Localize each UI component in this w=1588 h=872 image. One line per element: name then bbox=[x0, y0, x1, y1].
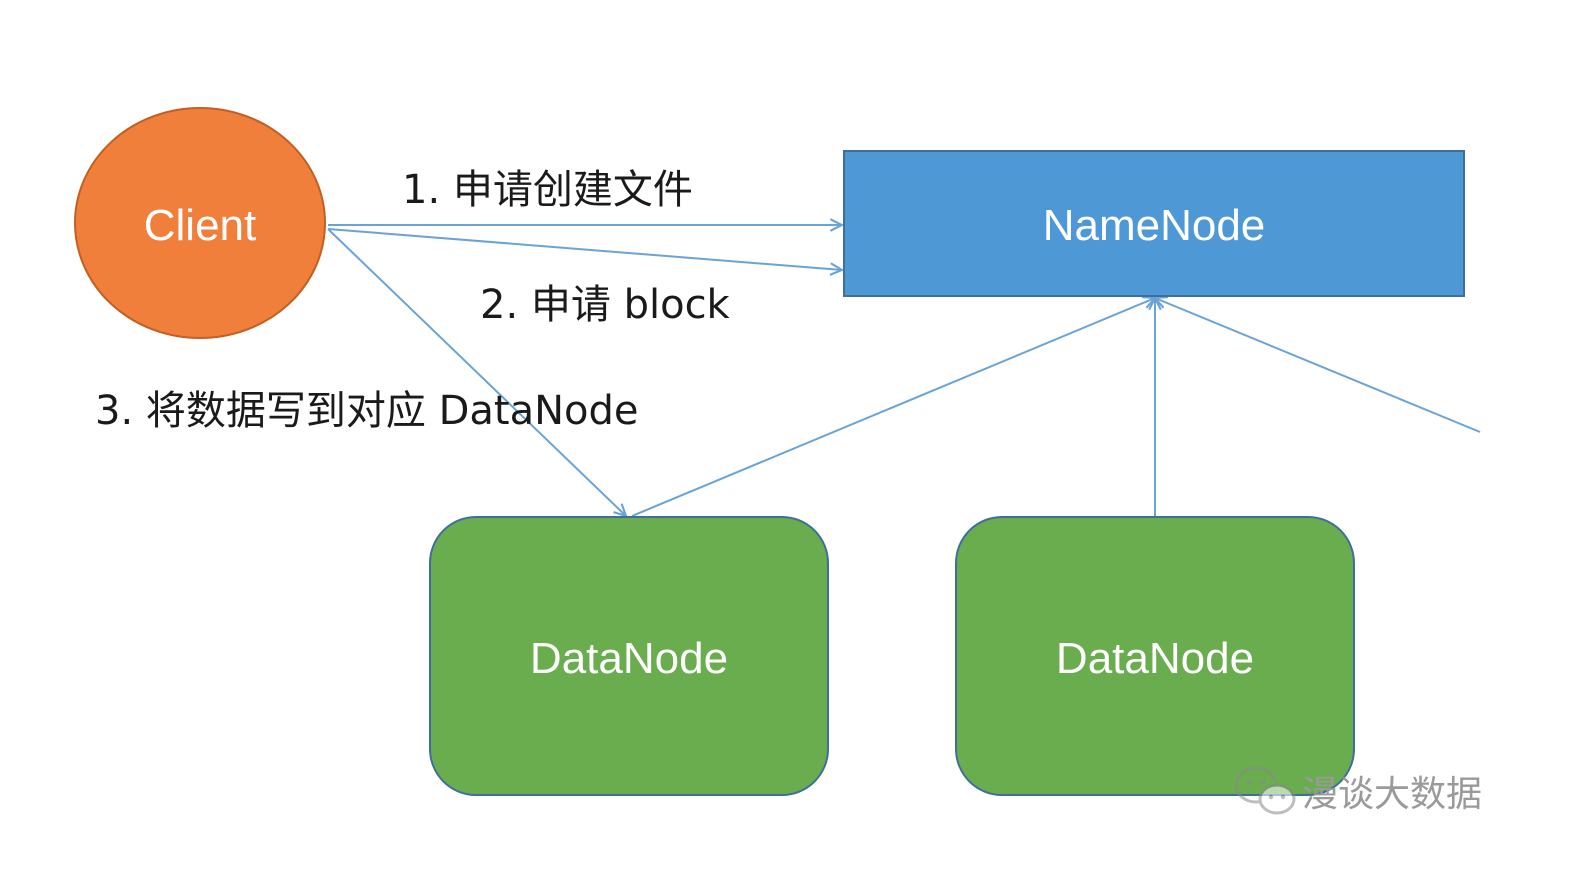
datanode-1-node: DataNode bbox=[429, 516, 829, 796]
client-node-shape bbox=[74, 107, 326, 339]
edge-label-request-block: 2. 申请 block bbox=[480, 282, 731, 328]
client-node: Client bbox=[74, 107, 326, 339]
namenode-node-label: NameNode bbox=[1043, 201, 1266, 250]
datanode-2-node: DataNode bbox=[955, 516, 1355, 796]
edge-label-create-file: 1. 申请创建文件 bbox=[402, 167, 693, 213]
arrow-offscreen-datanode-to-namenode bbox=[1155, 298, 1481, 433]
edge-label-write-data: 3. 将数据写到对应 DataNode bbox=[95, 388, 639, 434]
arrow-client-to-datanode bbox=[327, 228, 626, 516]
watermark: 漫谈大数据 bbox=[1234, 766, 1482, 815]
datanode-2-node-label: DataNode bbox=[1056, 634, 1254, 683]
datanode-2-node-shape bbox=[955, 516, 1355, 796]
arrow-datanode1-to-namenode bbox=[631, 298, 1155, 517]
watermark-text: 漫谈大数据 bbox=[1302, 774, 1482, 815]
wechat-icon bbox=[1234, 766, 1296, 815]
client-node-label: Client bbox=[144, 201, 257, 250]
namenode-node-shape bbox=[843, 150, 1465, 297]
datanode-1-node-label: DataNode bbox=[530, 634, 728, 683]
namenode-node: NameNode bbox=[843, 150, 1465, 297]
arrow-client-to-namenode-block bbox=[327, 228, 842, 270]
datanode-1-node-shape bbox=[429, 516, 829, 796]
